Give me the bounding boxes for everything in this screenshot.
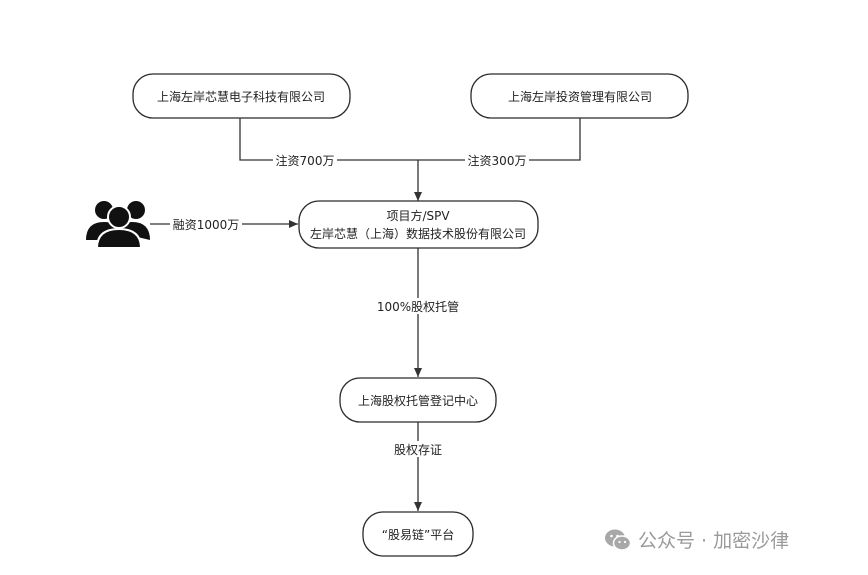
people-group-icon bbox=[86, 201, 150, 249]
node-shanghai-zuoan-electronic: 上海左岸芯慧电子科技有限公司 bbox=[132, 73, 351, 119]
svg-text:融资1000万: 融资1000万 bbox=[173, 218, 240, 232]
node-platform: “股易链”平台 bbox=[362, 511, 474, 557]
edge-label-custody-100: 100%股权托管 bbox=[374, 298, 462, 314]
svg-text:上海左岸投资管理有限公司: 上海左岸投资管理有限公司 bbox=[508, 89, 652, 104]
svg-text:注资300万: 注资300万 bbox=[468, 153, 527, 168]
svg-text:股权存证: 股权存证 bbox=[394, 443, 442, 457]
svg-text:“股易链”平台: “股易链”平台 bbox=[382, 527, 454, 542]
svg-text:上海股权托管登记中心: 上海股权托管登记中心 bbox=[358, 393, 478, 408]
wechat-icon bbox=[605, 529, 632, 551]
svg-text:上海左岸芯慧电子科技有限公司: 上海左岸芯慧电子科技有限公司 bbox=[157, 89, 325, 104]
svg-text:100%股权托管: 100%股权托管 bbox=[377, 299, 459, 314]
edge-label-invest-700: 注资700万 bbox=[273, 152, 337, 168]
node-custody-center: 上海股权托管登记中心 bbox=[339, 377, 497, 423]
node-shanghai-zuoan-investment: 上海左岸投资管理有限公司 bbox=[470, 73, 689, 119]
svg-text:左岸芯慧（上海）数据技术股份有限公司: 左岸芯慧（上海）数据技术股份有限公司 bbox=[310, 226, 526, 241]
svg-text:项目方/SPV: 项目方/SPV bbox=[386, 208, 450, 223]
svg-text:注资700万: 注资700万 bbox=[276, 153, 335, 168]
edge-label-equity-deposit: 股权存证 bbox=[388, 441, 448, 457]
node-spv: 项目方/SPV 左岸芯慧（上海）数据技术股份有限公司 bbox=[298, 200, 539, 249]
edge-label-financing-1000: 融资1000万 bbox=[170, 216, 242, 232]
watermark-text: 公众号 · 加密沙律 bbox=[638, 530, 790, 552]
edge-label-invest-300: 注资300万 bbox=[465, 152, 529, 168]
watermark: 公众号 · 加密沙律 bbox=[604, 526, 789, 553]
